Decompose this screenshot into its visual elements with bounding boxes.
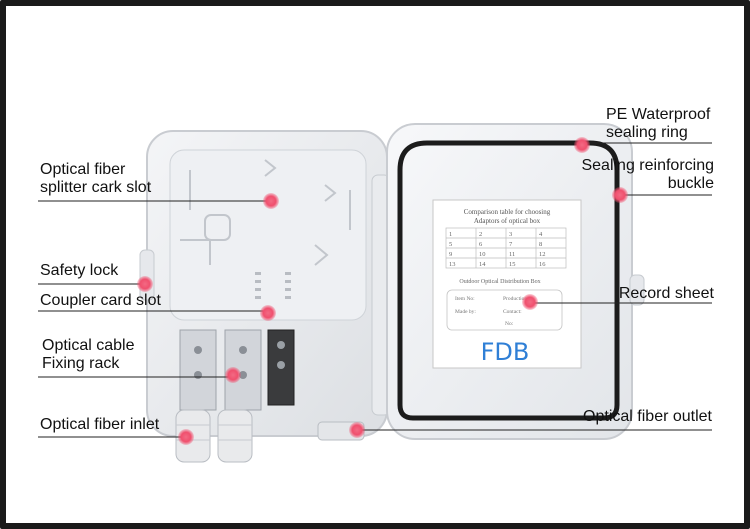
enclosure-door: Comparison table for choosing Adaptors o… <box>386 123 645 440</box>
marker-coupler-slot <box>260 305 276 321</box>
adaptor-grid-cell: 15 <box>509 261 516 268</box>
adaptor-grid-cell: 3 <box>509 231 512 238</box>
label-cable-rack-2: Fixing rack <box>42 355 120 372</box>
brand-logo-text: FDB <box>481 338 530 366</box>
marker-waterproof-ring <box>574 137 590 153</box>
label-fiber-inlet: Optical fiber inlet <box>40 416 160 433</box>
record-card-made-by: Made by: <box>455 309 476 315</box>
record-card-item-no: Item No: <box>455 296 475 302</box>
adaptor-grid-cell: 1 <box>449 231 452 238</box>
adaptor-grid-cell: 10 <box>479 251 486 258</box>
label-waterproof-1: PE Waterproof <box>606 106 711 123</box>
marker-fiber-inlet <box>178 429 194 445</box>
adaptor-grid-cell: 13 <box>449 261 456 268</box>
label-safety-lock: Safety lock <box>40 262 119 279</box>
label-buckle-1: Sealing reinforcing <box>581 157 714 174</box>
adaptor-grid-cell: 4 <box>539 231 543 238</box>
marker-splitter-slot <box>263 193 279 209</box>
label-buckle-2: buckle <box>667 175 714 192</box>
label-splitter-slot-1: Optical fiber <box>40 161 126 178</box>
label-waterproof-2: sealing ring <box>606 124 688 141</box>
waterproof-seal-ring <box>397 140 620 421</box>
adaptor-grid-cell: 6 <box>479 241 483 248</box>
label-splitter-slot-2: splitter cark slot <box>40 179 152 196</box>
label-fiber-outlet: Optical fiber outlet <box>583 408 712 425</box>
adaptor-grid-cell: 11 <box>509 251 515 258</box>
marker-safety-lock <box>137 276 153 292</box>
adaptor-grid-cell: 14 <box>479 261 486 268</box>
record-card-production: Production: <box>503 296 529 302</box>
splitter-tray <box>180 159 351 266</box>
label-record-sheet: Record sheet <box>618 285 714 302</box>
adaptor-grid <box>445 227 567 269</box>
label-coupler-card-slot: Coupler card slot <box>40 292 161 309</box>
cable-fixing-rack <box>179 329 295 411</box>
adaptor-grid-cell: 5 <box>449 241 452 248</box>
adaptor-grid-cell: 2 <box>479 231 482 238</box>
adaptor-grid-cell: 16 <box>539 261 546 268</box>
marker-buckle <box>612 187 628 203</box>
record-card-no: No: <box>505 321 514 327</box>
record-sheet-card: Comparison table for choosing Adaptors o… <box>432 199 582 369</box>
adaptor-grid-cell: 7 <box>509 241 513 248</box>
record-card-box-title: Outdoor Optical Distribution Box <box>459 279 540 285</box>
label-cable-rack-1: Optical cable <box>42 337 135 354</box>
coupler-card-slots <box>255 272 291 299</box>
record-card-contact: Contact: <box>503 309 522 315</box>
marker-fixing-rack <box>225 367 241 383</box>
marker-fiber-outlet <box>349 422 365 438</box>
enclosure-base <box>139 130 391 463</box>
adaptor-grid-cell: 8 <box>539 241 542 248</box>
adaptor-grid-cell: 12 <box>539 251 546 258</box>
leader-lines <box>38 142 712 438</box>
callout-markers <box>137 137 628 445</box>
record-card-title-1: Comparison table for choosing <box>464 208 551 216</box>
adaptor-grid-cell: 9 <box>449 251 452 258</box>
record-card-title-2: Adaptors of optical box <box>474 217 541 225</box>
marker-record-sheet <box>522 294 538 310</box>
